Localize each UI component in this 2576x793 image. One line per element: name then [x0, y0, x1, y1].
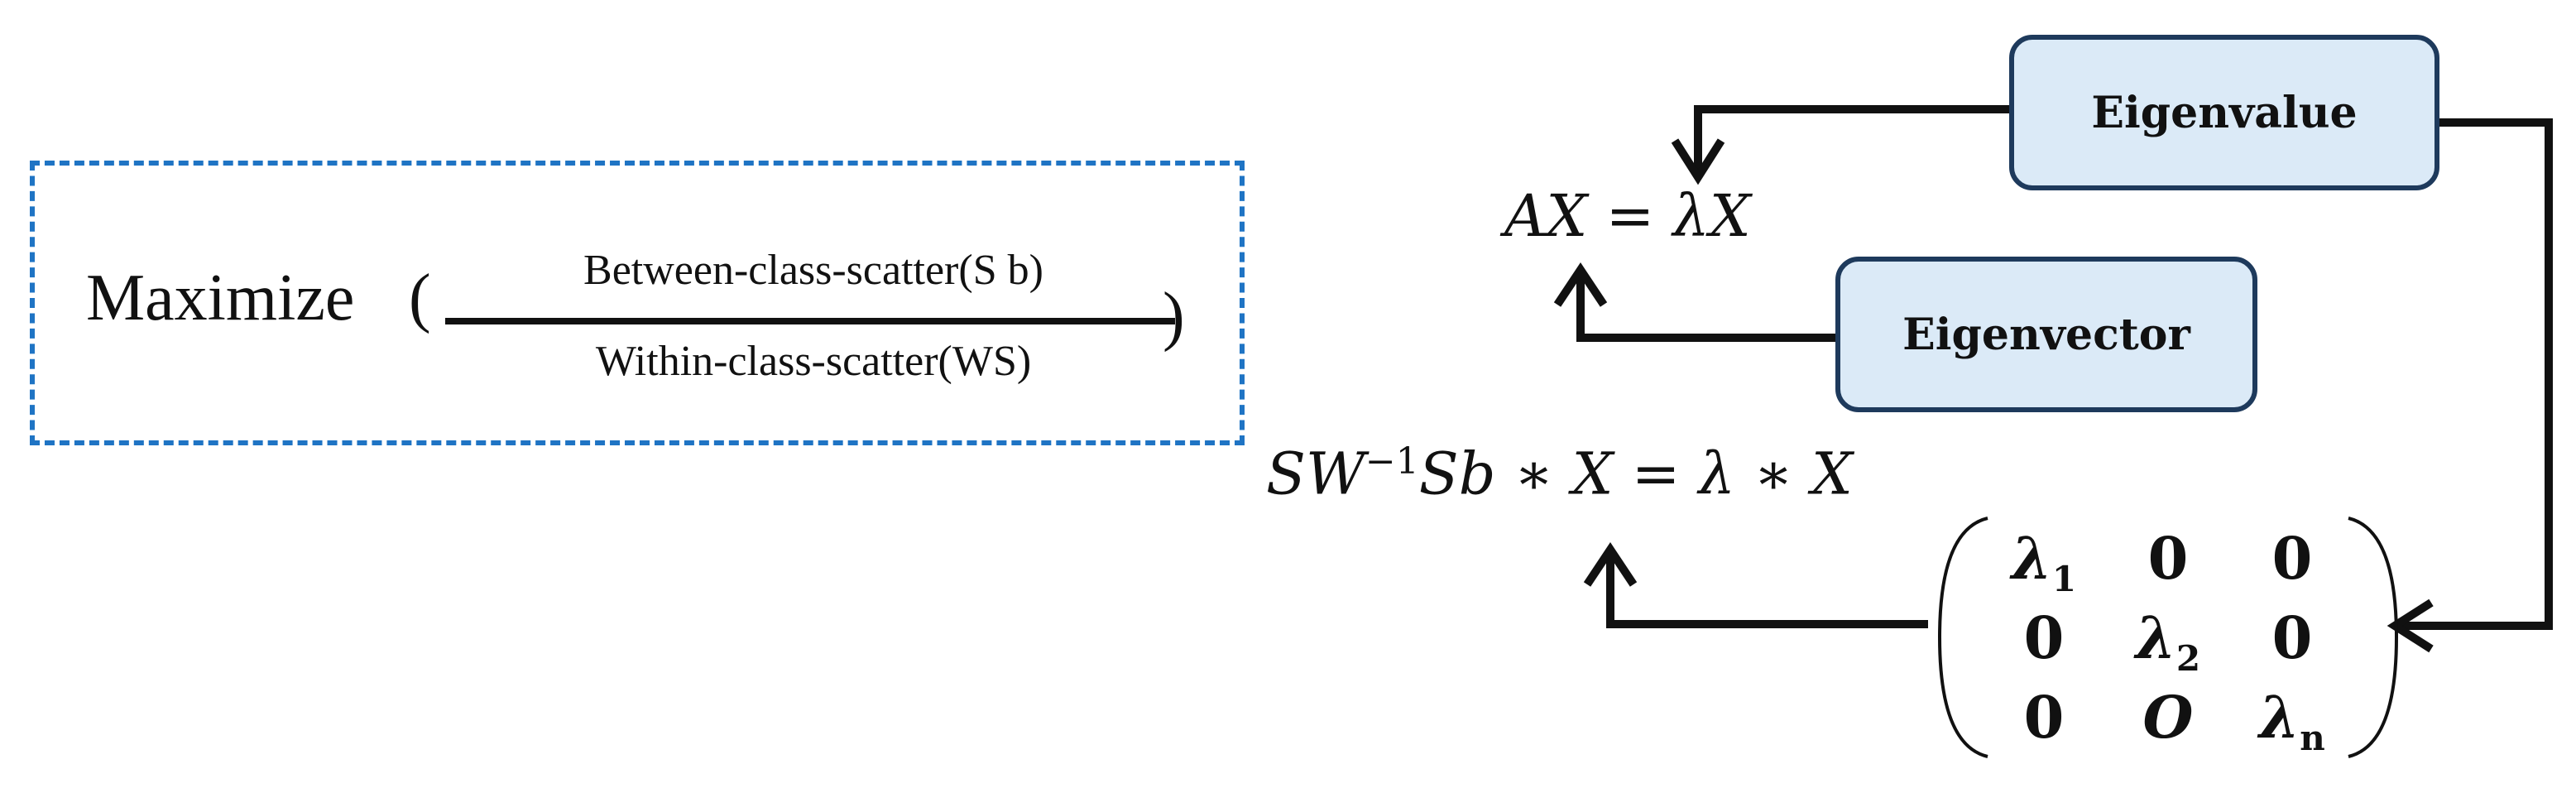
arrow-eigenvalue-to-equation [1694, 105, 2009, 175]
arrowhead-equation [1583, 541, 1638, 587]
matrix-cell: 0 [2023, 603, 2065, 672]
close-paren: ) [1163, 280, 1185, 353]
cell-sub: 2 [2175, 638, 2201, 679]
matrix-cell: λ1 [1978, 530, 2110, 597]
arrow-eigenvector-to-equation [1576, 273, 1835, 342]
maximize-label: Maximize [86, 262, 355, 334]
lda-equation-prefix: SW [1266, 440, 1365, 508]
eigenvalue-node: Eigenvalue [2009, 35, 2439, 190]
cell-base: λ [2135, 603, 2176, 672]
cell-base: λ [2259, 683, 2300, 752]
matrix-cell: O [2142, 683, 2194, 752]
lda-equation-exponent: −1 [1365, 440, 1419, 483]
arrow-eigenvalue-to-matrix [2396, 118, 2553, 630]
arrowhead-eigenvector [1553, 262, 1608, 307]
cell-sub: n [2300, 718, 2325, 758]
cell-base: λ [2011, 524, 2052, 593]
fraction-denominator: Within-class-scatter(WS) [595, 338, 1032, 385]
matrix-right-bracket [2348, 517, 2399, 758]
matrix-cell: λ2 [2102, 609, 2234, 676]
open-paren: ( [409, 262, 431, 334]
fraction-numerator: Between-class-scatter(S b) [583, 247, 1043, 294]
matrix-cell: 0 [2147, 524, 2189, 593]
fraction-bar [445, 318, 1175, 324]
lda-equation-suffix: Sb ∗ X = λ ∗ X [1418, 440, 1853, 508]
matrix-left-bracket [1937, 517, 1988, 758]
arrow-matrix-to-equation [1606, 553, 1928, 628]
lda-equation: SW−1Sb ∗ X = λ ∗ X [1266, 444, 1853, 503]
cell-sub: 1 [2051, 559, 2077, 599]
eigenvalue-matrix: λ1 0 0 0 λ2 0 0 O λn [1928, 513, 2391, 767]
arrowhead-eigenvalue [1671, 138, 1725, 185]
eigen-equation: AX = λX [1504, 182, 1751, 250]
matrix-cell: λn [2226, 689, 2358, 756]
matrix-cell: 0 [2271, 603, 2313, 672]
eigenvector-node: Eigenvector [1835, 257, 2257, 412]
matrix-cell: 0 [2271, 524, 2313, 593]
objective-box [30, 161, 1245, 445]
matrix-cell: 0 [2023, 683, 2065, 752]
